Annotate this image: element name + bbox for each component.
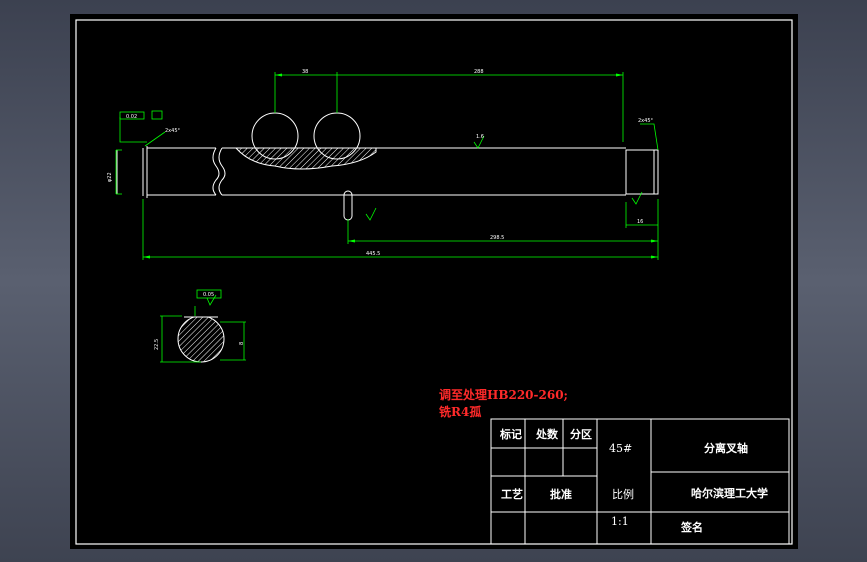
dim-text-298: 298.5: [490, 235, 504, 241]
sec-dim-text-h: 22.5: [154, 339, 160, 350]
dim-text-288: 288: [474, 69, 484, 75]
tol-leader: [119, 117, 147, 143]
tb-part-name: 分离叉轴: [704, 442, 748, 455]
dim-text-chamfer-right: 2x45°: [638, 118, 654, 124]
roughness-right: [631, 191, 643, 205]
tb-zone: 分区: [570, 428, 592, 441]
dim-text-445: 445.5: [366, 251, 380, 257]
tb-mark: 标记: [500, 428, 522, 441]
dim-text-16: 16: [637, 219, 643, 225]
roughness-key: [365, 207, 377, 221]
note-milling: 铣R4孤: [439, 405, 482, 419]
broken-out-section: [234, 147, 377, 170]
arrowheads: [143, 73, 658, 259]
dim-text-38: 38: [302, 69, 308, 75]
sec-roughness: [206, 294, 217, 306]
sec-dim-text-w: 8: [239, 342, 245, 345]
tb-process: 工艺: [501, 488, 523, 501]
shaft-view: [116, 146, 659, 221]
tol-frame: [119, 111, 145, 120]
drawing-border: [75, 19, 793, 545]
shaft-right-step: [625, 149, 659, 195]
tb-sign: 签名: [681, 521, 703, 534]
chamfer-leader-right: [640, 123, 659, 151]
break-line-2: [218, 147, 226, 196]
dim-text-tol: 0.02: [126, 114, 137, 120]
drawing-canvas: 38 288 298.5 445.5 φ22 2x45° 2x45° 0.02 …: [70, 14, 798, 549]
tb-school: 哈尔滨理工大学: [691, 487, 768, 500]
keyway-slot: [343, 195, 353, 221]
tb-scale-label: 比例: [612, 488, 634, 501]
sec-tol-frame: [196, 289, 222, 299]
dim-text-chamfer-left: 2x45°: [165, 128, 181, 134]
tb-material: 45#: [609, 442, 633, 455]
roughness-top: [473, 135, 485, 149]
tb-scale-value: 1:1: [611, 515, 629, 528]
cross-section: 22.5 8 0.05: [154, 289, 246, 363]
note-heat-treatment: 调至处理HB220-260;: [439, 388, 568, 402]
dim-text-rough: 1.6: [476, 134, 484, 140]
title-block: [490, 418, 790, 545]
dimension-lines: [115, 72, 659, 260]
break-line-1: [212, 147, 220, 196]
chamfer-leader-left: [144, 131, 166, 147]
tb-outer: [490, 418, 790, 545]
tol-frame-2: [151, 110, 163, 120]
section-hatch: [178, 316, 224, 362]
tb-approve: 批准: [550, 488, 572, 501]
keyway-top: [343, 190, 353, 196]
sec-tol-text: 0.05: [203, 292, 214, 298]
tb-count: 处数: [536, 428, 558, 441]
dim-text-dia: φ22: [107, 172, 113, 182]
cad-drawing: 38 288 298.5 445.5 φ22 2x45° 2x45° 0.02 …: [75, 19, 793, 545]
